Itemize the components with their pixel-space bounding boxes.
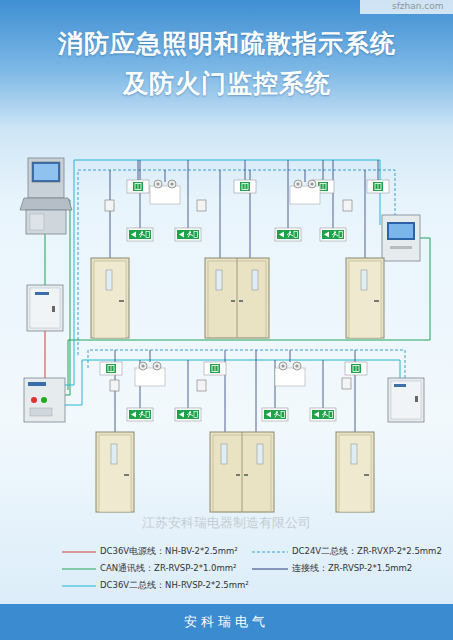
- legend-text: CAN通讯线：ZR-RVSP-2*1.0mm²: [100, 563, 236, 574]
- footer-text: 安科瑞电气: [184, 613, 269, 631]
- watermark-company: 江苏安科瑞电器制造有限公司: [142, 514, 311, 532]
- legend-text: DC36V电源线：NH-BV-2*2.5mm²: [100, 546, 238, 557]
- legend-text: DC36V二总线：NH-RVSP-2*2.5mm²: [100, 580, 249, 591]
- legend-text: DC24V二总线：ZR-RVXP-2*2.5mm2: [292, 546, 442, 557]
- page-title: 消防应急照明和疏散指示系统 及防火门监控系统: [30, 24, 423, 104]
- watermark-site: sfzhan.com: [392, 1, 444, 11]
- footer-band: 安科瑞电气: [0, 604, 453, 640]
- legend-text: 连接线：ZR-RVSP-2*1.5mm2: [292, 563, 412, 574]
